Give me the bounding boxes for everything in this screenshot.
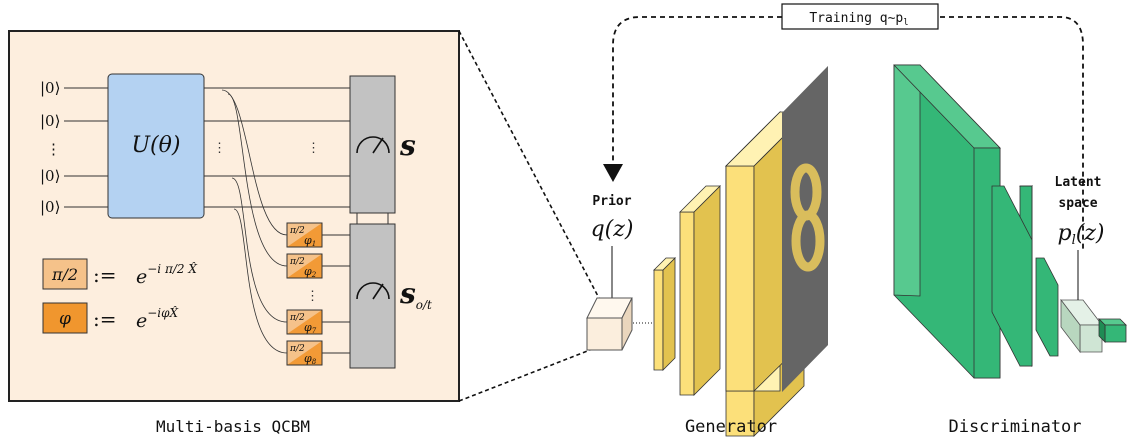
prior-label: Prior <box>592 194 631 209</box>
legend-phi-base: e <box>136 310 147 332</box>
legend-pi2-base: e <box>136 266 147 288</box>
qubit-dots: ⋮ <box>46 140 61 158</box>
legend-pi2-exp: −i π/2 X̂ <box>147 261 197 276</box>
training-label: Training q∼pl <box>809 11 908 28</box>
circuit-dots-2: ⋮ <box>307 141 320 156</box>
latent-math-tail: (z) <box>1076 221 1105 246</box>
rotation-gate-index: 2 <box>311 271 317 279</box>
qubit-ket-3: |0⟩ <box>40 167 60 185</box>
generator-layer-1 <box>654 258 675 370</box>
rotation-gate-2: π/2φ2 <box>287 254 322 279</box>
rotation-gate-top-label: π/2 <box>289 344 305 354</box>
unitary-label: U(θ) <box>132 133 181 158</box>
zoom-lines <box>459 31 600 401</box>
rotation-gate-top-label: π/2 <box>289 257 305 267</box>
latent-cube <box>1061 300 1102 352</box>
qubit-ket-2: |0⟩ <box>40 112 60 130</box>
rotation-gate-top-label: π/2 <box>289 226 305 236</box>
rotation-gate-index: 8 <box>312 358 317 366</box>
legend-pi2-assign: := <box>93 263 117 287</box>
latent-math-main: p <box>1057 221 1071 246</box>
circuit-dots-3: ⋮ <box>306 289 319 304</box>
circuit-dots-1: ⋮ <box>213 141 226 156</box>
qubit-ket-4: |0⟩ <box>40 198 60 216</box>
generator-caption: Generator <box>685 417 777 437</box>
generated-image <box>782 66 828 392</box>
legend-phi-symbol: φ <box>59 309 71 329</box>
legend-phi-exp: −iφX̂ <box>147 305 178 320</box>
rotation-gate-index: 7 <box>312 327 317 335</box>
prior-math: q(z) <box>591 217 634 242</box>
rotation-gate-index: 1 <box>312 240 316 248</box>
measure-bottom-sub: o/t <box>416 298 432 312</box>
output-cube <box>1099 319 1126 342</box>
measure-bottom-main: s <box>399 277 416 310</box>
rotation-gate-3: π/2φ7 <box>287 310 322 335</box>
latent-math: pl(z) <box>1057 221 1104 248</box>
latent-label-2: space <box>1058 196 1097 211</box>
prior-cube <box>587 298 632 350</box>
rotation-gate-4: π/2φ8 <box>287 341 322 366</box>
discriminator-caption: Discriminator <box>948 417 1081 437</box>
latent-label-1: Latent <box>1055 175 1102 190</box>
measure-block-top <box>350 76 395 213</box>
discriminator-layer-1 <box>894 65 1000 378</box>
rotation-gate-top-label: π/2 <box>289 313 305 323</box>
legend-phi-assign: := <box>93 307 117 331</box>
qubit-ket-1: |0⟩ <box>40 79 60 97</box>
training-sub: l <box>903 18 908 28</box>
measure-top-label: s <box>399 129 416 162</box>
training-text: Training q∼p <box>809 11 903 26</box>
rotation-gate-1: π/2φ1 <box>287 223 322 248</box>
generator-layer-2 <box>680 186 720 395</box>
training-arrowhead <box>603 164 623 182</box>
legend-pi2-symbol: π/2 <box>51 265 78 284</box>
discriminator-layer-3 <box>1036 258 1058 356</box>
qcbm-caption: Multi-basis QCBM <box>156 417 310 436</box>
